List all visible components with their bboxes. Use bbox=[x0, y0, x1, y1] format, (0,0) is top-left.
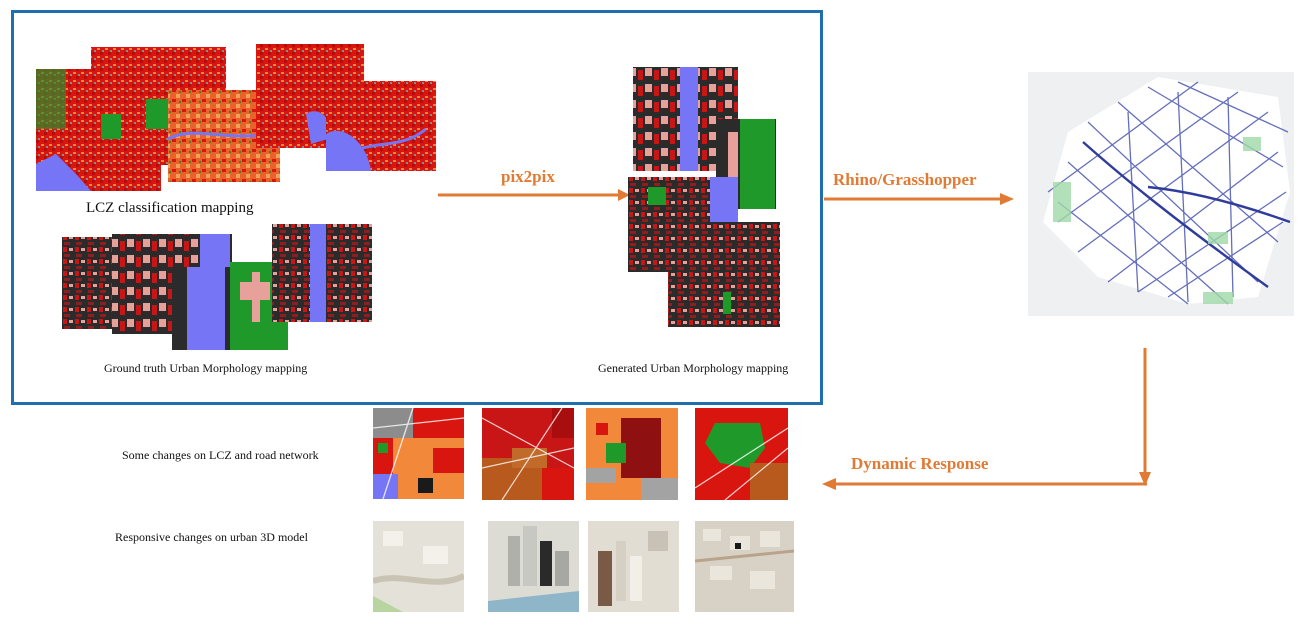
lcz-change-tile-4 bbox=[695, 408, 788, 500]
lcz-change-tile-1 bbox=[373, 408, 464, 499]
road-network-map bbox=[1028, 72, 1294, 316]
rhino-grasshopper-arrow bbox=[824, 193, 1014, 205]
ground-truth-caption: Ground truth Urban Morphology mapping bbox=[104, 361, 308, 375]
rhino-grasshopper-label: Rhino/Grasshopper bbox=[833, 170, 977, 189]
lcz-change-tile-3 bbox=[586, 408, 678, 500]
dynamic-response-label: Dynamic Response bbox=[851, 454, 989, 473]
generated-caption: Generated Urban Morphology mapping bbox=[598, 361, 789, 375]
generated-morphology-collage bbox=[628, 67, 780, 327]
lcz-changes-caption: Some changes on LCZ and road network bbox=[122, 448, 319, 462]
city-model-tile-4 bbox=[695, 521, 794, 612]
city-model-tile-3 bbox=[588, 521, 679, 612]
pix2pix-workflow-frame bbox=[11, 10, 823, 405]
pix2pix-arrow bbox=[438, 189, 630, 201]
lcz-change-tile-2 bbox=[482, 408, 574, 500]
lcz-map-collage bbox=[36, 44, 436, 191]
city-model-tile-1 bbox=[373, 521, 464, 612]
lcz-mapping-caption: LCZ classification mapping bbox=[86, 200, 254, 216]
pix2pix-label: pix2pix bbox=[501, 167, 555, 186]
dynamic-response-arrow bbox=[822, 348, 1151, 490]
ground-truth-morphology-collage bbox=[62, 224, 372, 350]
city-model-tile-2 bbox=[488, 521, 579, 612]
model-changes-caption: Responsive changes on urban 3D model bbox=[115, 530, 308, 544]
